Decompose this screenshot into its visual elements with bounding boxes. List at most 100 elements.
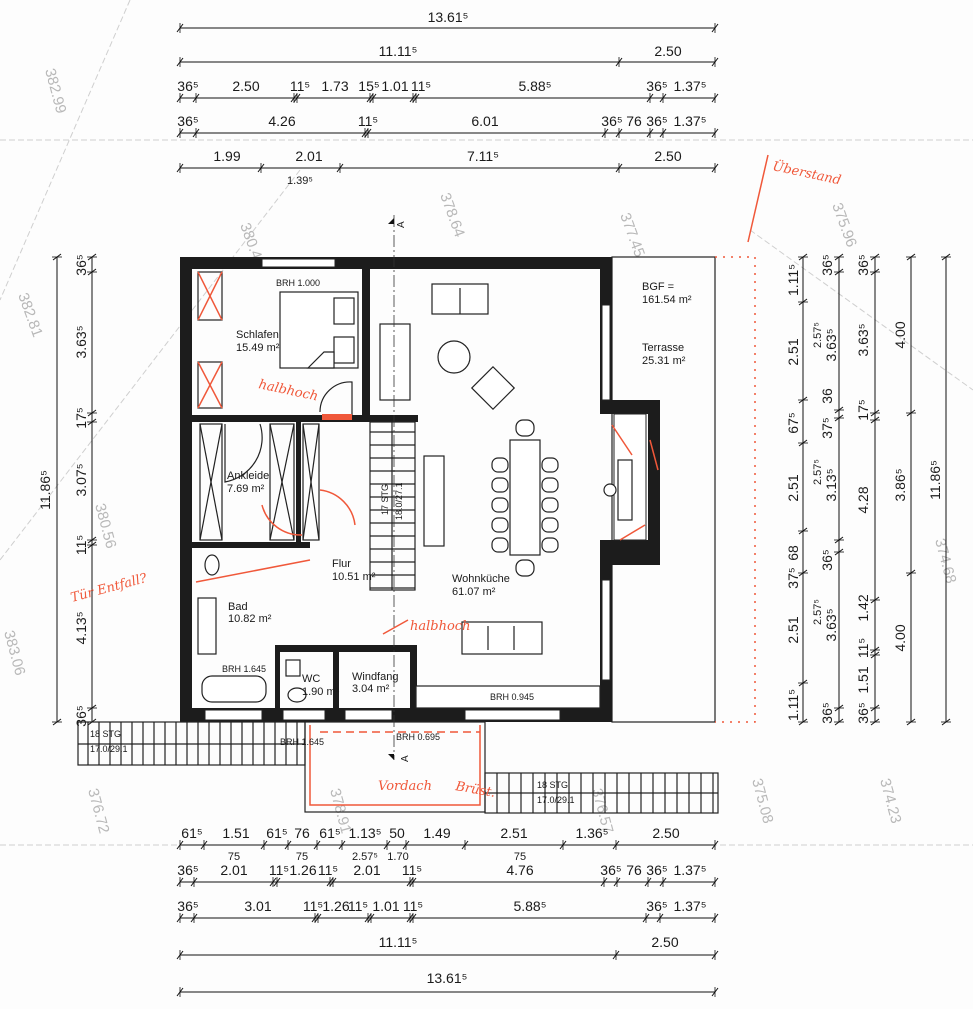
dimension-label: 1.11⁵ <box>785 689 801 721</box>
wardrobes <box>197 271 353 541</box>
chair <box>515 419 535 437</box>
annotation-bruest: Brüst. <box>453 779 496 801</box>
dimension-label: 17⁵ <box>73 407 89 428</box>
dimension-label: 13.61⁵ <box>428 9 469 25</box>
dimension-label: 2.50 <box>651 934 678 950</box>
dimension-label: 36⁵ <box>646 862 667 878</box>
dimension-label: 2.50 <box>232 78 259 94</box>
section-arrow-top <box>388 218 394 224</box>
dimension-label: 1.36⁵ <box>575 825 608 841</box>
schlafen-name: Schlafen <box>236 329 279 341</box>
schlafen-brh: BRH 1.000 <box>276 278 320 288</box>
dimension-label: 1.51 <box>222 825 249 841</box>
dimension-label: 36⁵ <box>601 113 622 129</box>
dimension-label: 1.37⁵ <box>673 78 706 94</box>
dimension-label: 2.01 <box>295 148 322 164</box>
dimension-label: 36⁵ <box>819 254 835 275</box>
dimension-label: 61⁵ <box>319 825 340 841</box>
dimension-label: 2.01 <box>220 862 247 878</box>
dimension-label: 1.11⁵ <box>785 264 801 296</box>
dimension-label: 36⁵ <box>600 862 621 878</box>
dimension-label: 36⁵ <box>646 113 667 129</box>
flur-area: 10.51 m² <box>332 571 376 583</box>
chair <box>491 457 509 473</box>
bad-area: 10.82 m² <box>228 613 272 625</box>
dimension-label: 36⁵ <box>73 254 89 275</box>
dimension-label: 1.73 <box>321 78 348 94</box>
ankleide-name: Ankleide <box>227 470 269 482</box>
dimension-label: 2.01 <box>353 862 380 878</box>
dimension-label: 36⁵ <box>855 702 871 723</box>
dimension-label: 1.99 <box>213 148 240 164</box>
dimension-label: 75 <box>228 851 240 863</box>
survey-height: 375.08 <box>748 777 776 826</box>
dimension-label: 37⁵ <box>819 417 835 438</box>
windfang-area: 3.04 m² <box>352 683 390 695</box>
dimension-label: 11⁵ <box>269 862 289 878</box>
red-markups <box>195 271 659 806</box>
annotation-ueberstand: Überstand <box>771 157 843 188</box>
terrasse-name: Terrasse <box>642 342 684 354</box>
dimension-label: 11⁵ <box>303 898 323 914</box>
dimension-label: 36 <box>819 388 835 404</box>
windfang-brh: BRH 0.695 <box>396 732 440 742</box>
dimension-lines <box>52 23 951 997</box>
right-stair-count: 18 STG <box>537 780 568 790</box>
dimension-label: 11⁵ <box>411 78 431 94</box>
dimension-label: 36⁵ <box>73 705 89 726</box>
chair <box>541 457 559 473</box>
dimension-label: 76 <box>626 113 642 129</box>
dimension-label: 3.07⁵ <box>73 463 89 496</box>
overhang-dotted-line <box>715 256 756 723</box>
dimension-label: 68 <box>785 545 801 561</box>
dimension-label: 4.00 <box>892 321 908 348</box>
wohnkueche-brh: BRH 0.945 <box>490 692 534 702</box>
dimension-label: 76 <box>626 862 642 878</box>
chair <box>541 537 559 553</box>
dimension-label: 36⁵ <box>646 78 667 94</box>
dimension-label: 1.70 <box>387 851 408 863</box>
dining-chairs <box>491 419 559 577</box>
dimension-label: 2.57⁵ <box>812 322 824 348</box>
dimension-label: 61⁵ <box>181 825 202 841</box>
survey-height: 376.72 <box>84 787 112 836</box>
dimension-label: 1.13⁵ <box>348 825 381 841</box>
dimension-label: 36⁵ <box>855 254 871 275</box>
dimension-label: 1.39⁵ <box>287 175 313 187</box>
dimension-label: 2.50 <box>654 43 681 59</box>
dimension-label: 37⁵ <box>785 567 801 588</box>
dimension-label: 36⁵ <box>646 898 667 914</box>
dimension-label: 15⁵ <box>358 78 379 94</box>
survey-height: 382.81 <box>14 291 46 340</box>
dimension-label: 11⁵ <box>855 638 871 658</box>
room-labels: BRH 1.000 Schlafen 15.49 m² Ankleide 7.6… <box>90 278 692 805</box>
dimension-label: 6.01 <box>471 113 498 129</box>
ankleide-area: 7.69 m² <box>227 483 265 495</box>
wohnkueche-name: Wohnküche <box>452 573 510 585</box>
section-arrow-bottom <box>388 754 394 760</box>
chair <box>515 559 535 577</box>
dimension-label: 1.51 <box>855 666 871 693</box>
chair <box>491 517 509 533</box>
dimension-label: 3.63⁵ <box>73 325 89 358</box>
annotation-tuer-entfall: Tür Entfall? <box>69 571 150 606</box>
wc-name: WC <box>302 673 320 685</box>
section-label-top: A <box>396 221 407 228</box>
survey-height: 377.45 <box>616 211 648 260</box>
annotation-halbhoch-1: halbhoch <box>257 377 319 404</box>
dimension-label: 2.51 <box>785 338 801 365</box>
dimension-label: 36⁵ <box>177 898 198 914</box>
survey-height: 378.64 <box>436 191 468 240</box>
dimension-label: 36⁵ <box>177 862 198 878</box>
dimension-label: 67⁵ <box>785 412 801 433</box>
dimension-label: 17⁵ <box>855 399 871 420</box>
wc-area: 1.90 m² <box>302 686 340 698</box>
inner-stair-count: 17 STG <box>380 484 390 515</box>
dimension-label: 4.26 <box>268 113 295 129</box>
outer-staircases <box>77 721 719 814</box>
dimension-label: 11⁵ <box>290 78 310 94</box>
dimension-label: 3.63⁵ <box>823 328 839 361</box>
dimension-label: 2.51 <box>500 825 527 841</box>
dimension-label: 1.26 <box>289 862 316 878</box>
dimension-label: 13.61⁵ <box>427 970 468 986</box>
